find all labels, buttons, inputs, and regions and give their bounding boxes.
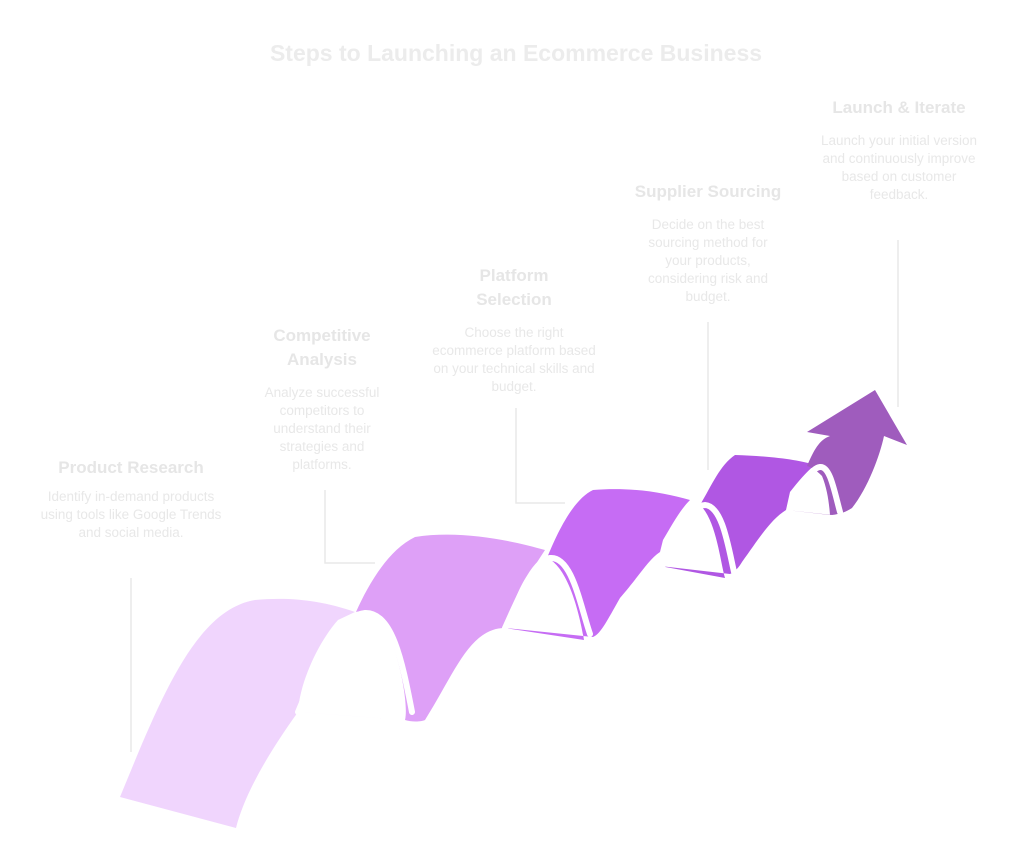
step-description: Identify in-demand products using tools … [40,489,222,540]
diagram-title: Steps to Launching an Ecommerce Business [269,40,763,66]
step-title: Supplier Sourcing [634,182,782,201]
step-title: Launch & Iterate [832,98,966,117]
ribbon-fold-2 [502,555,593,637]
connector-competitive-analysis [324,490,375,564]
ribbon-folds [295,464,843,715]
ribbon-segment-supplier-sourcing [660,455,815,578]
step-product-research: Product Research Identify in-demand prod… [40,456,222,542]
step-title: Product Research [58,458,204,477]
ribbon-fold-4 [787,464,843,515]
step-supplier-sourcing: Supplier Sourcing Decide on the best sou… [620,180,796,306]
connector-lines [130,240,899,752]
step-launch-iterate: Launch & Iterate Launch your initial ver… [818,96,980,204]
ribbon-segment-product-research [120,598,355,828]
step-description: Launch your initial version and continuo… [820,133,978,202]
step-competitive-analysis: Competitive Analysis Analyze successful … [252,324,392,474]
ribbon-segment-competitive-analysis [298,534,545,722]
ribbon-segment-platform-selection [505,489,690,640]
step-title: Platform Selection [476,266,552,309]
step-description: Choose the right ecommerce platform base… [432,325,596,394]
ribbon-fold-3 [660,501,737,575]
connector-platform-selection [515,408,565,504]
step-description: Decide on the best sourcing method for y… [647,217,769,304]
ribbon-segment-launch-iterate [786,390,907,515]
step-description: Analyze successful competitors to unders… [264,385,380,472]
step-title: Competitive Analysis [273,326,371,369]
ribbon-fold-1 [295,609,415,715]
step-platform-selection: Platform Selection Choose the right ecom… [428,264,600,396]
